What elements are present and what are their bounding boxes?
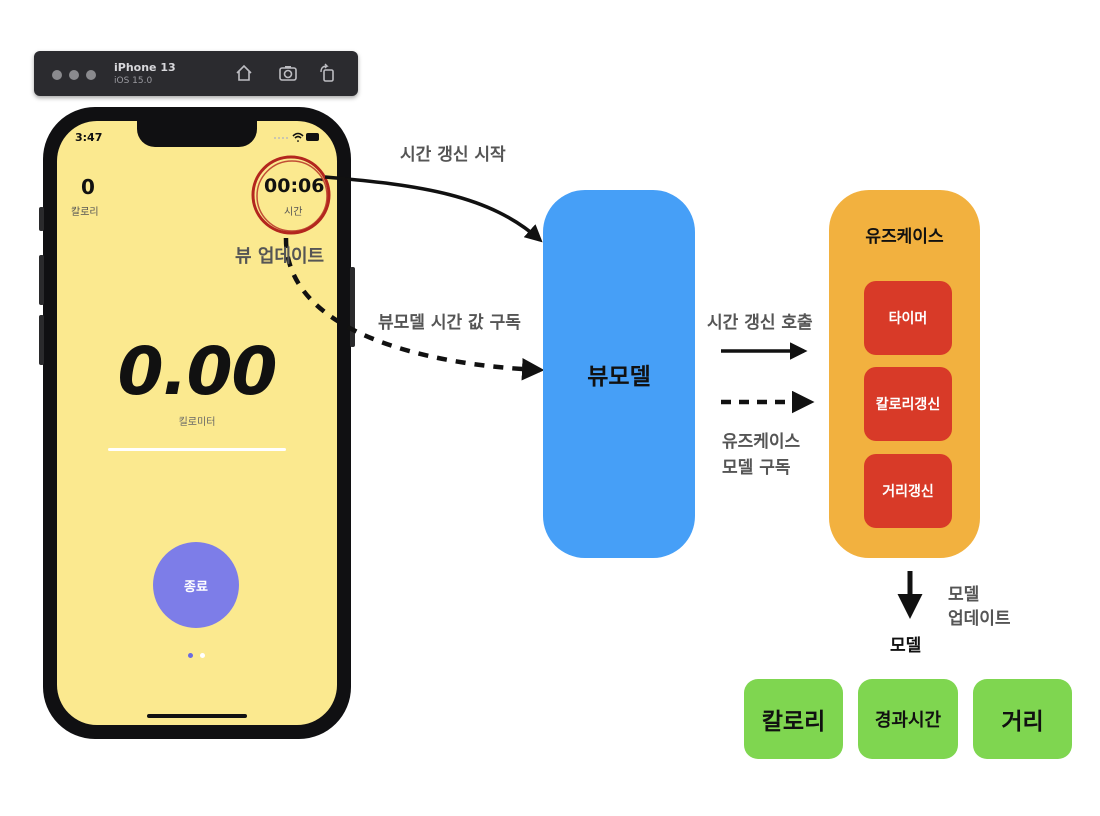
arrow-subscribe-viewmodel [283,237,545,381]
viewmodel-box: 뷰모델 [543,190,695,558]
label-subscribe-usecase-line1: 유즈케이스 [722,432,801,452]
distance-value: 0.00 [117,333,278,410]
highlight-circle [251,155,331,235]
page-dot-active[interactable] [188,653,193,658]
usecase-calorie-update: 칼로리갱신 [864,367,952,441]
model-title: 모델 [890,636,922,656]
simulator-toolbar: iPhone 13 iOS 15.0 [34,51,358,96]
calorie-value: 0 [81,175,95,199]
status-time: 3:47 [75,131,103,144]
stop-button[interactable]: 종료 [153,542,239,628]
label-model-update-line2: 업데이트 [948,609,1011,629]
home-indicator [147,714,247,718]
label-subscribe-usecase-line2: 모델 구독 [722,458,791,478]
rotate-icon[interactable] [317,63,337,83]
wifi-icon [292,132,304,143]
model-distance: 거리 [973,679,1072,759]
label-view-update: 뷰 업데이트 [235,246,325,267]
battery-icon [306,133,319,141]
progress-bar [108,448,286,451]
distance-unit-label: 킬로미터 [178,417,216,428]
screenshot-icon[interactable] [278,63,298,83]
elapsed-time-value: 00:06 [264,175,325,197]
model-elapsed-time: 경과시간 [858,679,958,759]
signal-icon [274,137,288,139]
device-name: iPhone 13 [114,61,176,74]
label-model-update-line1: 모델 [948,585,980,605]
os-version: iOS 15.0 [114,76,153,86]
mute-switch [39,207,44,231]
phone-screen: 3:47 0 칼로리 00:06 시간 0.00 킬로미터 종료 [57,121,337,725]
model-calorie: 칼로리 [744,679,843,759]
volume-up-button [39,255,44,305]
window-dot-icon[interactable] [69,70,79,80]
power-button [350,267,355,347]
usecase-box: 유즈케이스 타이머 칼로리갱신 거리갱신 [829,190,980,558]
usecase-distance-update: 거리갱신 [864,454,952,528]
window-dot-icon[interactable] [86,70,96,80]
label-time-update-start: 시간 갱신 시작 [400,145,506,165]
calorie-label: 칼로리 [71,207,99,218]
usecase-title: 유즈케이스 [865,227,944,247]
label-call-time-update: 시간 갱신 호출 [707,313,813,333]
window-dot-icon[interactable] [52,70,62,80]
arrow-time-update-start [324,175,543,243]
notch [137,121,257,147]
label-subscribe-viewmodel: 뷰모델 시간 값 구독 [378,313,521,333]
home-icon[interactable] [234,63,254,83]
page-dot[interactable] [200,653,205,658]
elapsed-time-label: 시간 [284,207,303,218]
volume-down-button [39,315,44,365]
usecase-timer: 타이머 [864,281,952,355]
status-icons [274,132,319,143]
